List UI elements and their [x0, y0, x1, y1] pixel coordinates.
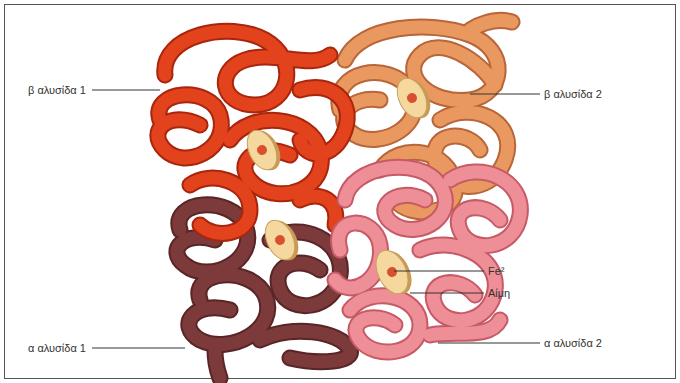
part-label: α αλυσίδα 2: [544, 337, 602, 350]
alpha-chain-2: [335, 167, 520, 352]
part-label: Fe²: [488, 265, 505, 278]
leader-lines: [92, 90, 540, 348]
part-label: β αλυσίδα 2: [544, 88, 602, 101]
part-label: Αίμη: [488, 287, 510, 300]
beta-chain-1: [158, 31, 347, 233]
heme-groups: [241, 72, 436, 300]
part-label: β αλυσίδα 1: [28, 84, 86, 97]
part-label: α αλυσίδα 1: [28, 342, 86, 355]
frame: [5, 5, 676, 379]
